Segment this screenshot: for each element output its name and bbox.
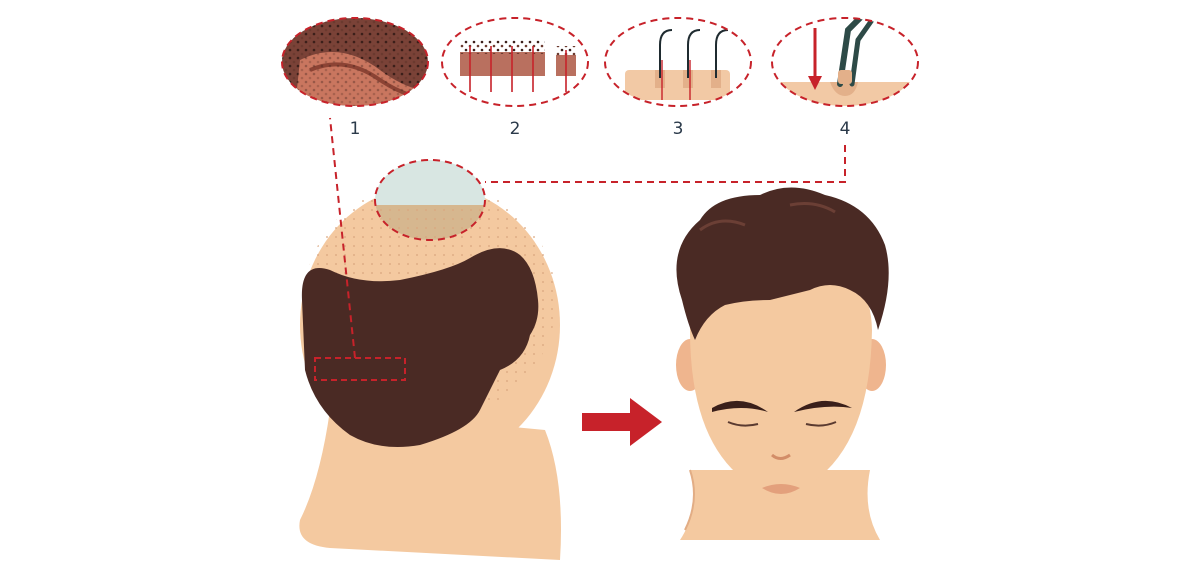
step-1-number: 1	[350, 119, 361, 139]
balding-head-back-view	[299, 160, 561, 560]
full-hair-head-front-view	[676, 188, 889, 541]
step-4-number: 4	[840, 119, 851, 139]
step-3-follicular-units-icon	[605, 18, 751, 106]
step-3-number: 3	[673, 119, 684, 139]
step-4-graft-implant-icon	[770, 18, 920, 112]
step-2-dissected-grafts-icon	[442, 18, 588, 106]
result-arrow-icon	[582, 398, 662, 446]
step-1-donor-strip-icon	[280, 18, 430, 108]
connector-step4-to-recipient	[485, 145, 845, 182]
step-2-number: 2	[510, 119, 521, 139]
